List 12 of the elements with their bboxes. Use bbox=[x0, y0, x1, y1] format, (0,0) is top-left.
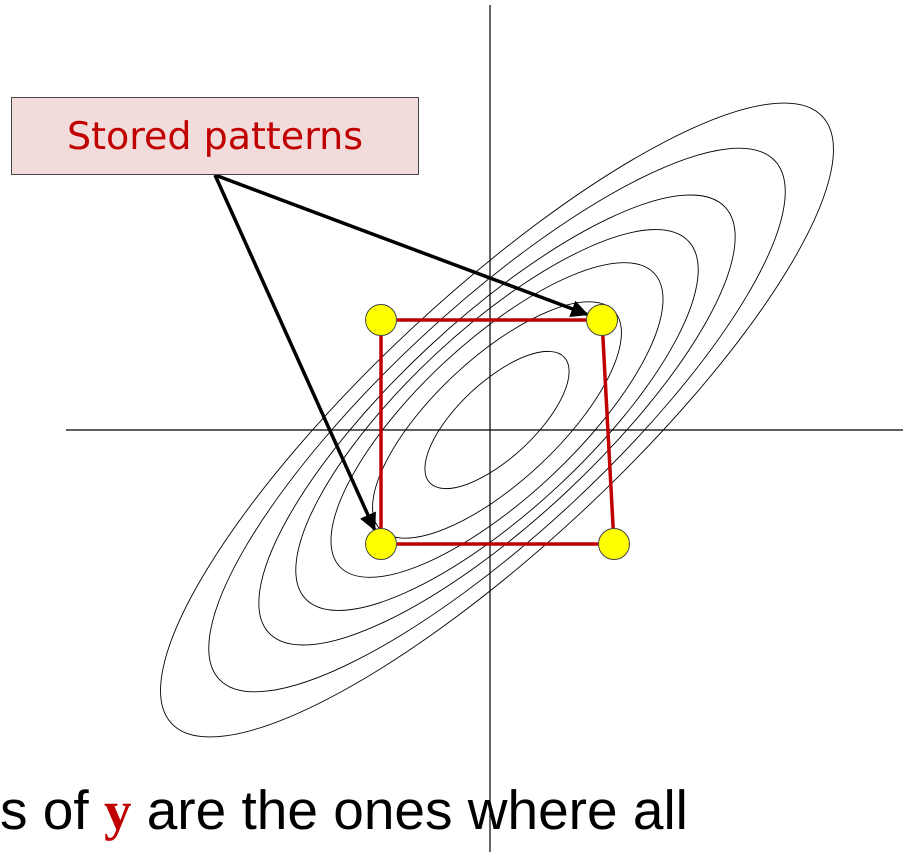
callout-box bbox=[11, 97, 419, 175]
callout-text: Stored patterns bbox=[66, 114, 364, 158]
pattern-point-marker bbox=[586, 304, 618, 336]
pattern-point-marker bbox=[598, 528, 630, 560]
leader-arrow bbox=[214, 173, 589, 318]
pattern-point-marker bbox=[365, 304, 397, 336]
connecting-line bbox=[397, 318, 586, 322]
pattern-point-marker bbox=[365, 528, 397, 560]
connecting-line bbox=[601, 336, 615, 528]
leader-arrow bbox=[213, 174, 376, 531]
connecting-line bbox=[397, 542, 598, 546]
connecting-line bbox=[379, 336, 383, 528]
